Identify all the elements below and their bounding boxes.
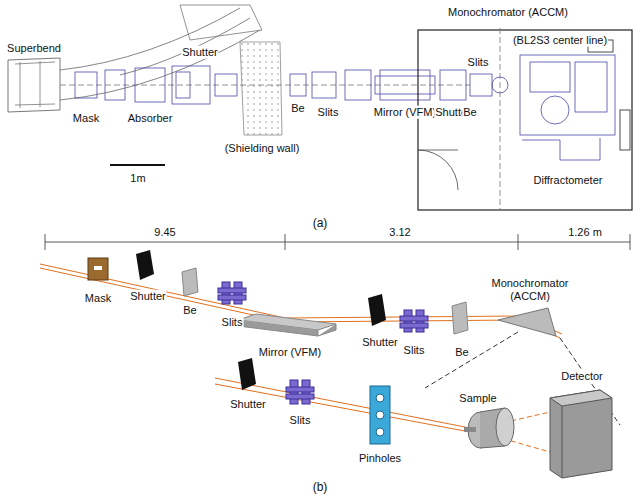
part-label: Mask (72, 112, 100, 125)
part-label: Be (182, 304, 197, 317)
part-label: Monochromator (ACCM) (487, 277, 573, 302)
part-label: Be (454, 346, 469, 359)
part-label: Shutter (129, 290, 166, 303)
dimension-label: 3.12 (388, 226, 411, 239)
part-label: Be (462, 106, 477, 119)
part-label: Slits (221, 316, 244, 329)
part-label: Slits (317, 106, 340, 119)
part-label: Slits (289, 414, 312, 427)
part-label: Sample (458, 392, 497, 405)
schematic (40, 234, 630, 478)
part-label: Absorber (127, 112, 174, 125)
part-label: Slits (467, 56, 490, 69)
part-label: Pinholes (358, 452, 402, 465)
scale-label: 1m (129, 172, 146, 185)
part-label: Diffractometer (533, 174, 604, 187)
part-label: (Shielding wall) (224, 142, 301, 155)
panel-label: (b) (312, 481, 329, 495)
part-label: Shutter (181, 46, 218, 59)
part-label: (BL2S3 center line) (512, 34, 608, 47)
dimension-label: 9.45 (153, 226, 176, 239)
part-label: Mirror (VFM) (373, 106, 437, 119)
part-label: Mirror (VFM) (258, 346, 322, 359)
dimension-label: 1.26 m (567, 226, 603, 239)
part-label: Monochromator (ACCM) (447, 6, 569, 19)
part-label: Superbend (6, 42, 62, 55)
part-label: Shutter (229, 398, 266, 411)
part-label: Be (290, 102, 305, 115)
part-label: Mask (84, 292, 112, 305)
part-label: Detector (560, 370, 604, 383)
part-label: Slits (403, 344, 426, 357)
panel-label: (a) (312, 217, 329, 231)
top-view (8, 5, 632, 210)
part-label: Shutter (361, 336, 398, 349)
